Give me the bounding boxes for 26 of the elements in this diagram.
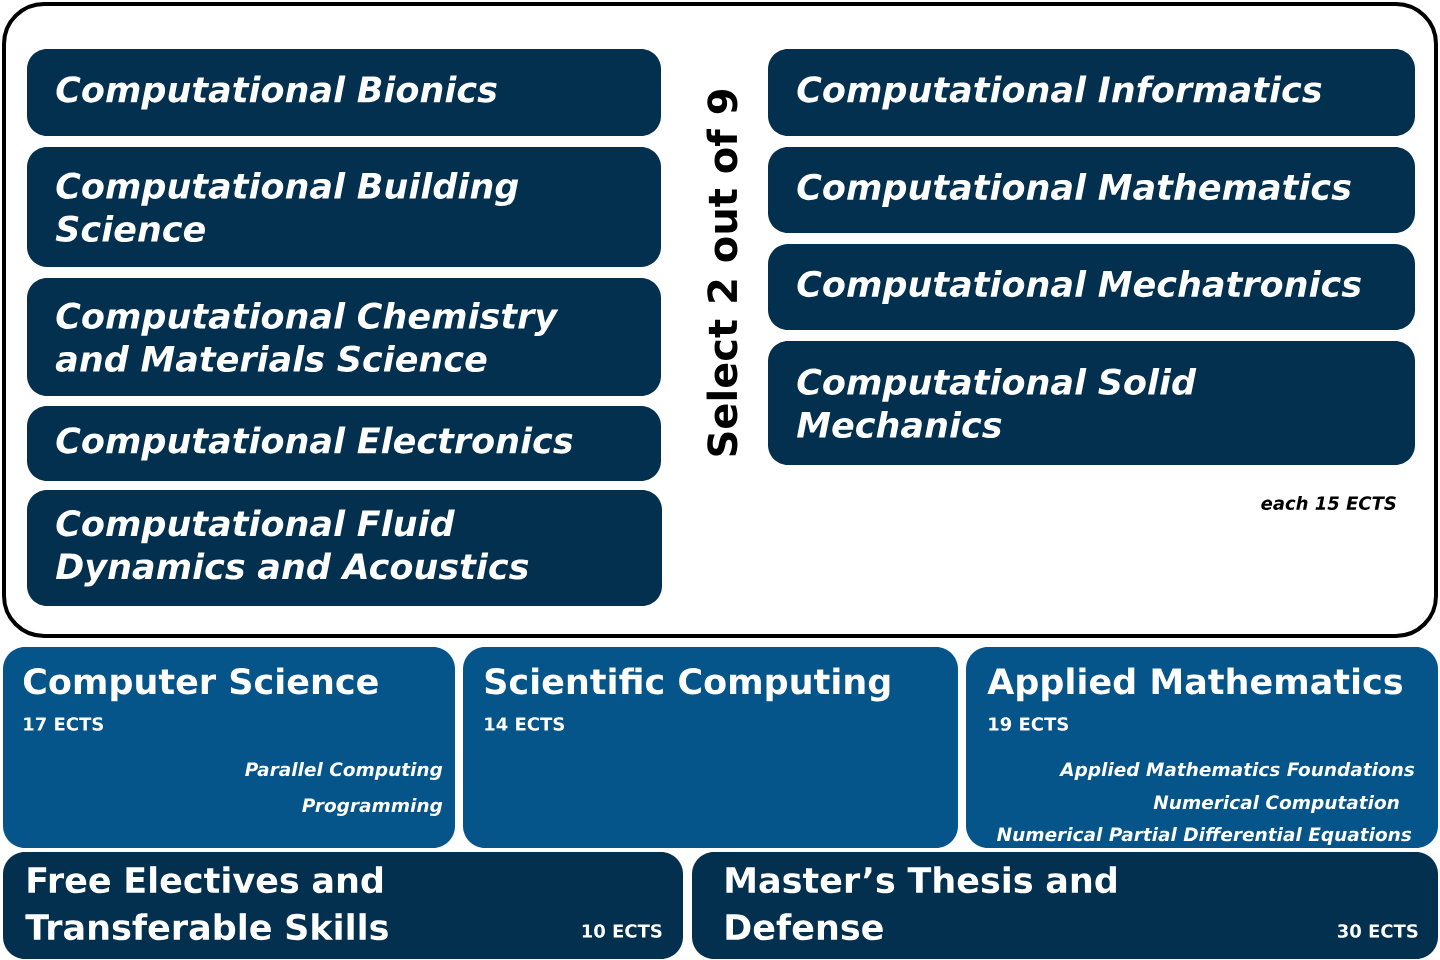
- credit-label: 14 ECTS: [485, 717, 564, 731]
- credit-note: each 15 ECTS: [1261, 496, 1396, 510]
- module-box: Computational Informatics: [768, 49, 1415, 136]
- module-box: Computational Chemistry and Materials Science: [27, 278, 661, 396]
- module-box: Computational Fluid Dynamics and Acoustics: [27, 490, 662, 606]
- module-box: Computational Electronics: [27, 406, 661, 481]
- course-name: Parallel Computing: [245, 761, 443, 780]
- course-name: Numerical Computation: [1153, 795, 1399, 813]
- course-name: Applied Mathematics Foundations: [1059, 762, 1415, 780]
- bar-title: Free Electives and Transferable Skills: [25, 866, 388, 941]
- module-box: Computational Mathematics: [768, 147, 1415, 233]
- module-box: Computational Solid Mechanics: [768, 341, 1415, 465]
- rotated-label: Select 2 out of 9: [706, 90, 738, 456]
- bar-title: Master’s Thesis and Defense: [726, 866, 1116, 941]
- credit-label: 30 ECTS: [1337, 924, 1418, 938]
- module-box: Computational Bionics: [27, 49, 661, 136]
- course-name: Programming: [302, 797, 443, 816]
- panel-title: Applied Mathematics: [987, 667, 1402, 702]
- credit-label: 17 ECTS: [24, 717, 103, 731]
- panel-title: Computer Science: [23, 667, 378, 702]
- course-name: Numerical Partial Differential Equations: [997, 827, 1412, 845]
- credit-label: 19 ECTS: [989, 717, 1068, 731]
- panel-title: Scientific Computing: [485, 667, 890, 702]
- module-box: Computational Building Science: [27, 147, 661, 267]
- module-box: Computational Mechatronics: [768, 244, 1415, 330]
- credit-label: 10 ECTS: [582, 924, 662, 938]
